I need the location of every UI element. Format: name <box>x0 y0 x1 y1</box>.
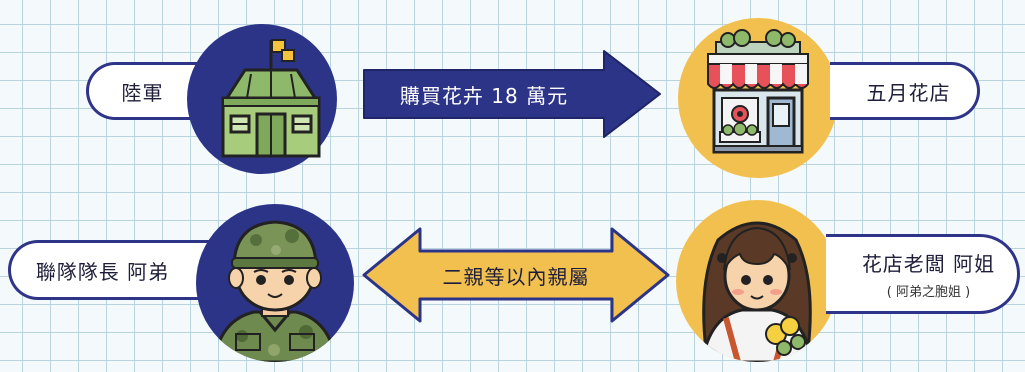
brigade-leader-label: 聯隊隊長 阿弟 <box>35 259 170 284</box>
relation-arrow <box>362 227 670 323</box>
army-tent-icon <box>221 39 321 158</box>
brigade-leader-label-pill: 聯隊隊長 阿弟 <box>8 240 220 300</box>
flower-shop-node <box>678 18 838 178</box>
flower-shop-icon <box>707 29 809 154</box>
flower-shop-label-pill: 五月花店 <box>830 62 980 120</box>
purchase-label: 購買花卉 18 萬元 <box>399 83 569 108</box>
purchase-arrow <box>363 50 661 138</box>
shop-owner-note: ( 阿弟之胞姐 ) <box>886 285 971 300</box>
relation-label: 二親等以內親屬 <box>442 264 590 289</box>
army-node <box>187 24 337 174</box>
shop-owner-node <box>676 200 838 362</box>
shop-owner-label: 花店老闆 阿姐 <box>861 252 996 276</box>
shop-owner-label-pill: 花店老闆 阿姐 ( 阿弟之胞姐 ) <box>826 234 1020 314</box>
soldier-avatar-icon <box>212 220 338 362</box>
brigade-leader-node <box>196 204 354 362</box>
army-label: 陸軍 <box>121 80 164 105</box>
flower-shop-label: 五月花店 <box>866 80 951 105</box>
shop-owner-avatar-icon <box>700 221 814 362</box>
